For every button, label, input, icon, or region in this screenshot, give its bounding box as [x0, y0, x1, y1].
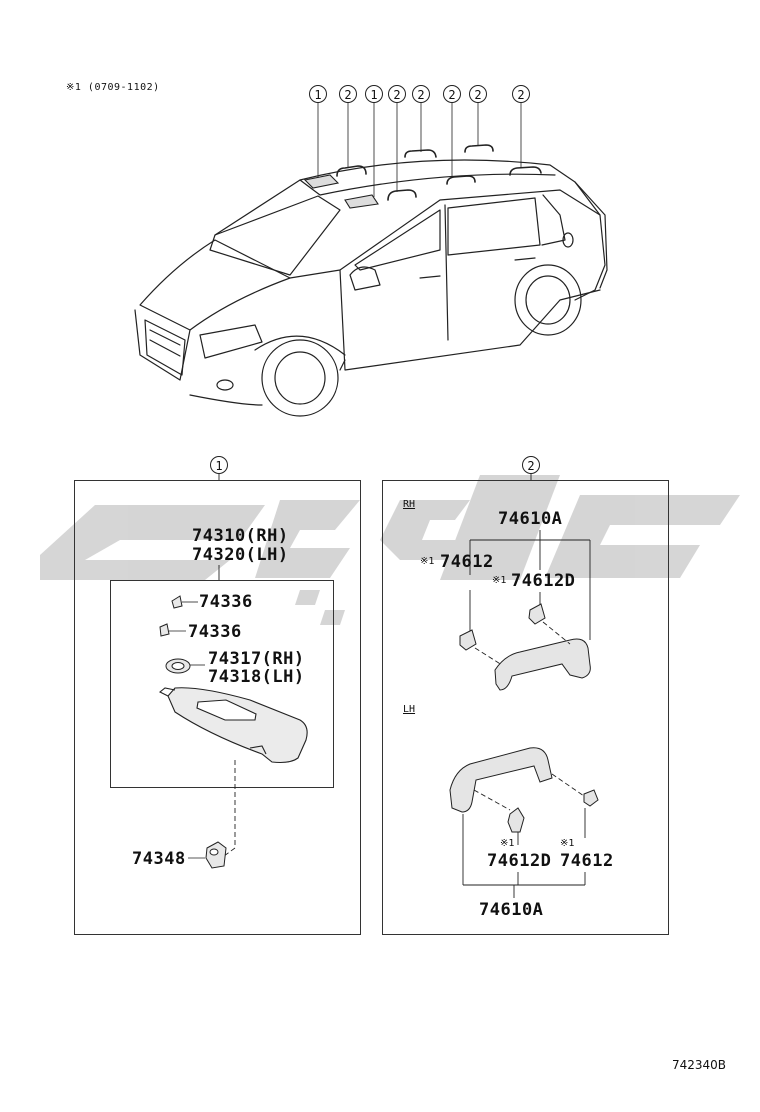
effective-period-note: ※1 (0709-1102) — [66, 82, 160, 93]
part-visor-rh: 74310(RH) — [192, 526, 289, 546]
callout-2-grip-e: 2 — [469, 85, 487, 103]
part-holder-lh: 74318(LH) — [208, 667, 305, 687]
panel-1-callout: 1 — [210, 456, 228, 474]
part-lh-cap-d: 74612D — [487, 851, 552, 871]
lh-cap-marker: ※1 — [560, 838, 575, 849]
callout-2-grip-f: 2 — [512, 85, 530, 103]
illustration-id: 742340B — [672, 1058, 727, 1072]
callout-2-grip-b: 2 — [388, 85, 406, 103]
part-lh-cap: 74612 — [560, 851, 614, 871]
part-rh-cap-d: 74612D — [511, 571, 576, 591]
part-lh-grip: 74610A — [479, 900, 544, 920]
lh-cap-d-marker: ※1 — [500, 838, 515, 849]
car-illustration — [134, 101, 608, 417]
panel-2-assist-grip — [382, 480, 669, 935]
panel-2-callout: 2 — [522, 456, 540, 474]
panel-1-sun-visor — [74, 480, 361, 935]
rh-cap-d-marker: ※1 — [492, 575, 507, 586]
callout-1-visor-lh: 1 — [365, 85, 383, 103]
part-rh-cap: 74612 — [440, 552, 494, 572]
panel-1-visor-subassembly — [110, 580, 334, 788]
callout-2-grip-a: 2 — [339, 85, 357, 103]
rh-cap-marker: ※1 — [420, 556, 435, 567]
part-hook: 74348 — [132, 849, 186, 869]
part-clip-a: 74336 — [199, 592, 253, 612]
part-holder-rh: 74317(RH) — [208, 649, 305, 669]
part-clip-b: 74336 — [188, 622, 242, 642]
part-rh-grip: 74610A — [498, 509, 563, 529]
callout-1-visor-rh: 1 — [309, 85, 327, 103]
part-visor-lh: 74320(LH) — [192, 545, 289, 565]
callout-2-grip-d: 2 — [443, 85, 461, 103]
rh-section-label: RH — [403, 499, 416, 510]
lh-section-label: LH — [403, 704, 416, 715]
callout-2-grip-c: 2 — [412, 85, 430, 103]
